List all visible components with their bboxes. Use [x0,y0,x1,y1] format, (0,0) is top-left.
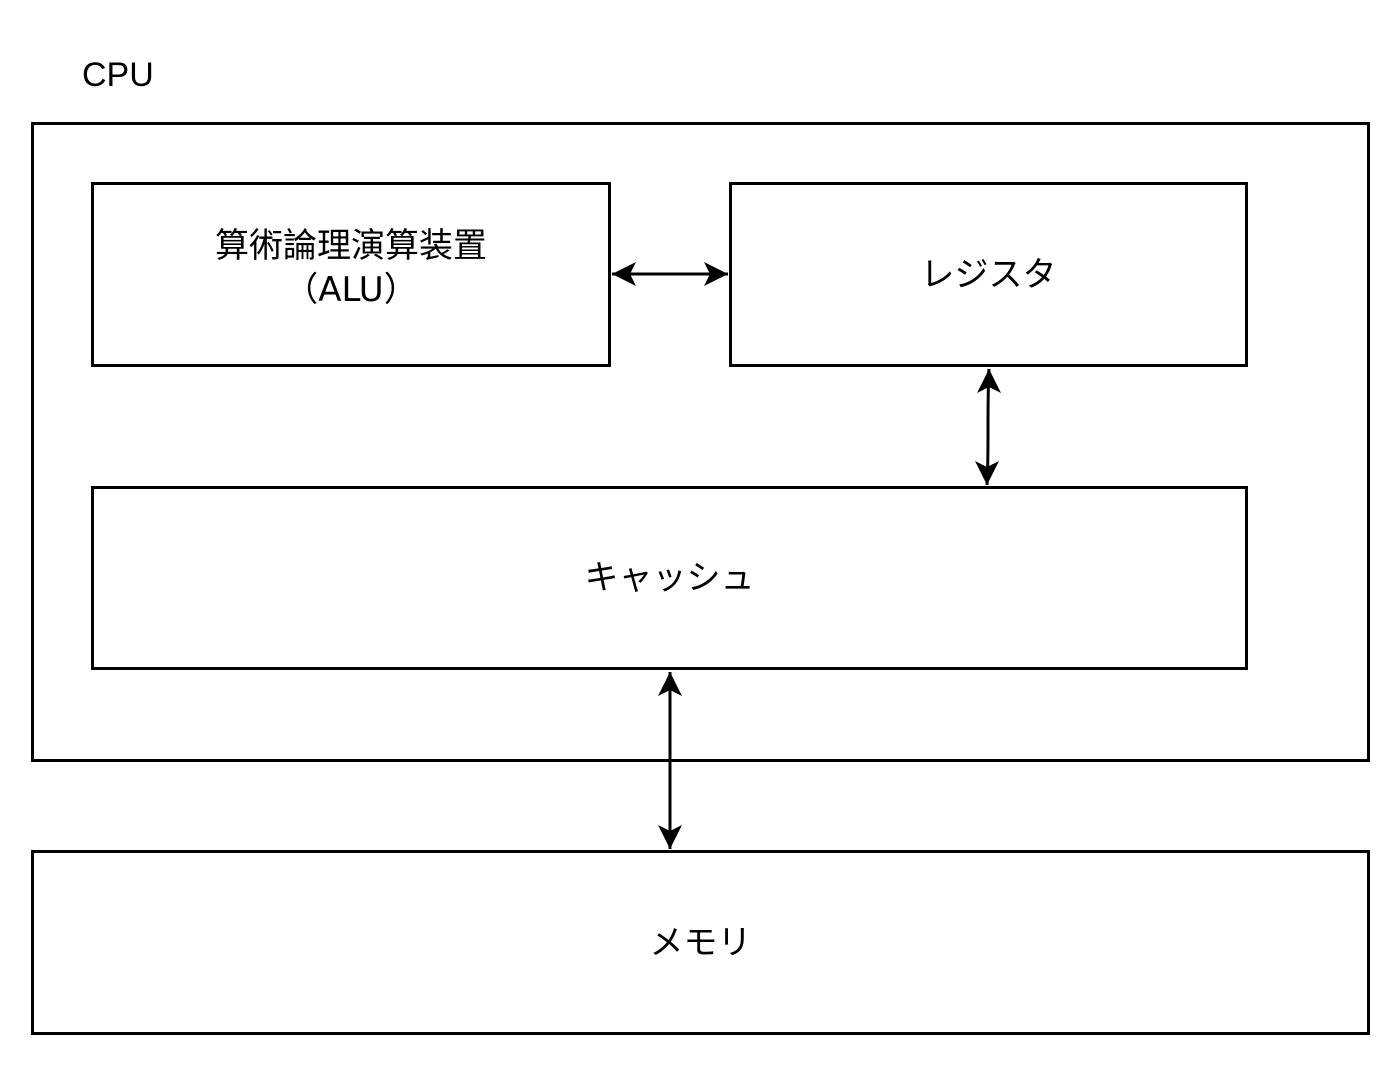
register-box: レジスタ [729,182,1248,367]
cpu-container [31,122,1370,762]
memory-box: メモリ [31,850,1370,1035]
memory-label: メモリ [649,922,752,963]
cache-label: キャッシュ [584,558,755,598]
register-label: レジスタ [920,254,1057,295]
cache-box: キャッシュ [91,486,1248,670]
alu-label: 算術論理演算装置 （ALU） [215,225,487,310]
cpu-label: CPU [82,56,154,94]
alu-box: 算術論理演算装置 （ALU） [91,182,611,367]
